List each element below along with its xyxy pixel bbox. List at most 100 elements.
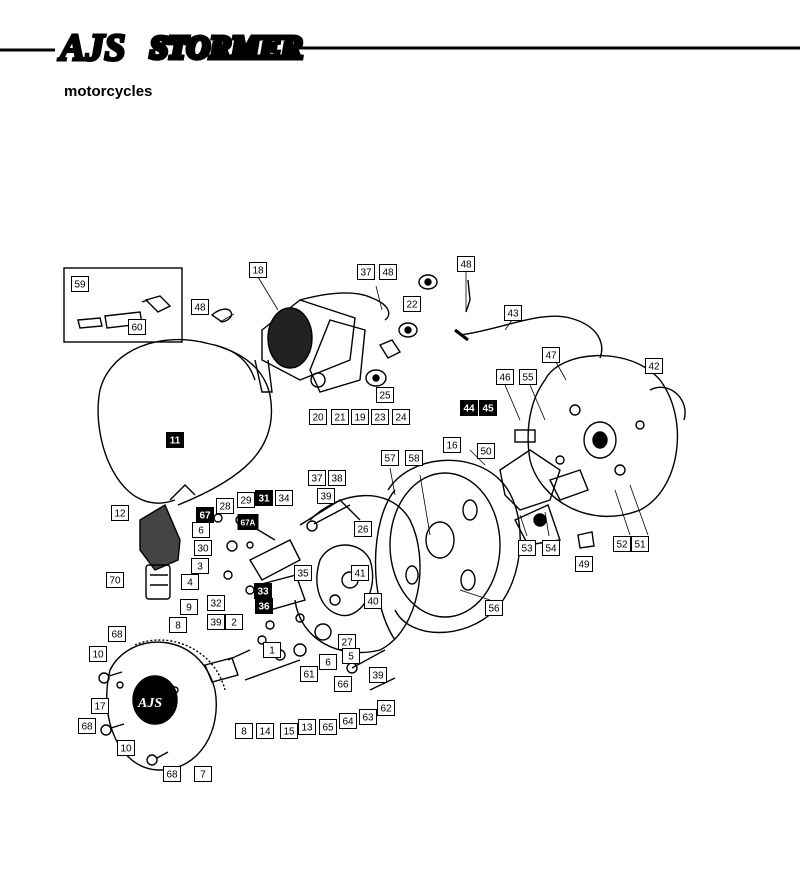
callout-number: 19: [354, 413, 366, 424]
callout-28: 28: [216, 498, 234, 514]
stormer-outline: STORMER: [150, 29, 302, 65]
callout-box: [457, 256, 475, 272]
callout-12: 12: [111, 505, 129, 521]
callout-number: 39: [210, 618, 222, 629]
callout-number: 68: [166, 770, 178, 781]
callout-box: [376, 387, 394, 403]
callout-43: 43: [504, 305, 522, 321]
callout-number: 38: [331, 474, 343, 485]
brand-subtitle: motorcycles: [64, 83, 153, 100]
callout-box: [405, 450, 423, 466]
callout-number: 43: [507, 309, 519, 320]
callout-26: 26: [354, 521, 372, 537]
callout-number: 42: [648, 362, 660, 373]
callout-number: 53: [521, 544, 533, 555]
ht-lead-inner: [177, 344, 273, 506]
callout-box: [504, 305, 522, 321]
callout-box: [309, 409, 327, 425]
callout-number: 65: [322, 723, 334, 734]
callout-number: 7: [200, 770, 206, 781]
callout-number: 3: [197, 562, 203, 573]
callout-number: 27: [341, 638, 353, 649]
callout-57: 57: [381, 450, 399, 466]
callout-number: 25: [379, 391, 391, 402]
callout-number: 15: [283, 727, 295, 738]
callout-29: 29: [237, 492, 255, 508]
cover-ajs-badge: AJS: [137, 696, 162, 711]
callout-box: [351, 565, 369, 581]
callout-box: [519, 369, 537, 385]
callout-number: 51: [634, 540, 646, 551]
ajs-logo: AJS AJS: [57, 26, 127, 71]
callout-10: 10: [89, 646, 107, 662]
callout-8: 8: [235, 723, 253, 739]
callout-number: 49: [578, 560, 590, 571]
callout-67: 67: [196, 507, 214, 523]
callout-box: [364, 593, 382, 609]
callout-box: [381, 450, 399, 466]
callout-23: 23: [371, 409, 389, 425]
callout-68: 68: [108, 626, 126, 642]
callout-39: 39: [317, 488, 335, 504]
callout-box: [166, 432, 184, 448]
callout-48: 48: [457, 256, 475, 272]
callout-number: 21: [334, 413, 346, 424]
callout-38: 38: [328, 470, 346, 486]
callout-number: 2: [231, 618, 237, 629]
callout-box: [194, 540, 212, 556]
callout-box: [256, 723, 274, 739]
callout-number: 61: [303, 670, 315, 681]
callout-box: [300, 666, 318, 682]
callout-box: [117, 740, 135, 756]
callout-6: 6: [192, 522, 210, 538]
callout-number: 6: [198, 526, 204, 537]
callout-number: 20: [312, 413, 324, 424]
callout-32: 32: [207, 595, 225, 611]
callout-box: [89, 646, 107, 662]
callout-number: 39: [320, 492, 332, 503]
callout-number: 41: [354, 569, 366, 580]
callout-68: 68: [78, 718, 96, 734]
callout-2: 2: [225, 614, 243, 630]
callout-number: 29: [240, 496, 252, 507]
split-pin-icon: [465, 279, 471, 313]
callout-number: 47: [545, 351, 557, 362]
callout-59: 59: [71, 276, 89, 292]
callout-68: 68: [163, 766, 181, 782]
callout-box: [111, 505, 129, 521]
bush-icon: [577, 531, 595, 549]
callout-box: [645, 358, 663, 374]
stormer-wordmark: STORMER STORMER: [148, 27, 305, 68]
callout-number: 39: [372, 671, 384, 682]
callout-number: 30: [197, 544, 209, 555]
callout-70: 70: [106, 572, 124, 588]
callout-box: [180, 599, 198, 615]
callout-box: [342, 648, 360, 664]
callout-22: 22: [403, 296, 421, 312]
callout-36: 36: [255, 598, 273, 614]
callout-box: [496, 369, 514, 385]
callout-17: 17: [91, 698, 109, 714]
callout-box: [294, 565, 312, 581]
callout-box: [78, 718, 96, 734]
callout-number: 48: [194, 303, 206, 314]
callout-number: 68: [81, 722, 93, 733]
callout-62: 62: [377, 700, 395, 716]
callout-9: 9: [180, 599, 198, 615]
callout-box: [108, 626, 126, 642]
callout-box: [477, 443, 495, 459]
callout-34: 34: [275, 490, 293, 506]
callout-box: [460, 400, 478, 416]
callout-box: [379, 264, 397, 280]
callout-number: 8: [241, 727, 247, 738]
callout-number: 37: [311, 474, 323, 485]
callout-box: [255, 598, 273, 614]
callout-number: 4: [187, 578, 193, 589]
callout-41: 41: [351, 565, 369, 581]
callout-number: 66: [337, 680, 349, 691]
callout-19: 19: [351, 409, 369, 425]
cable-clip-icon: [210, 308, 233, 323]
callout-65: 65: [319, 719, 337, 735]
